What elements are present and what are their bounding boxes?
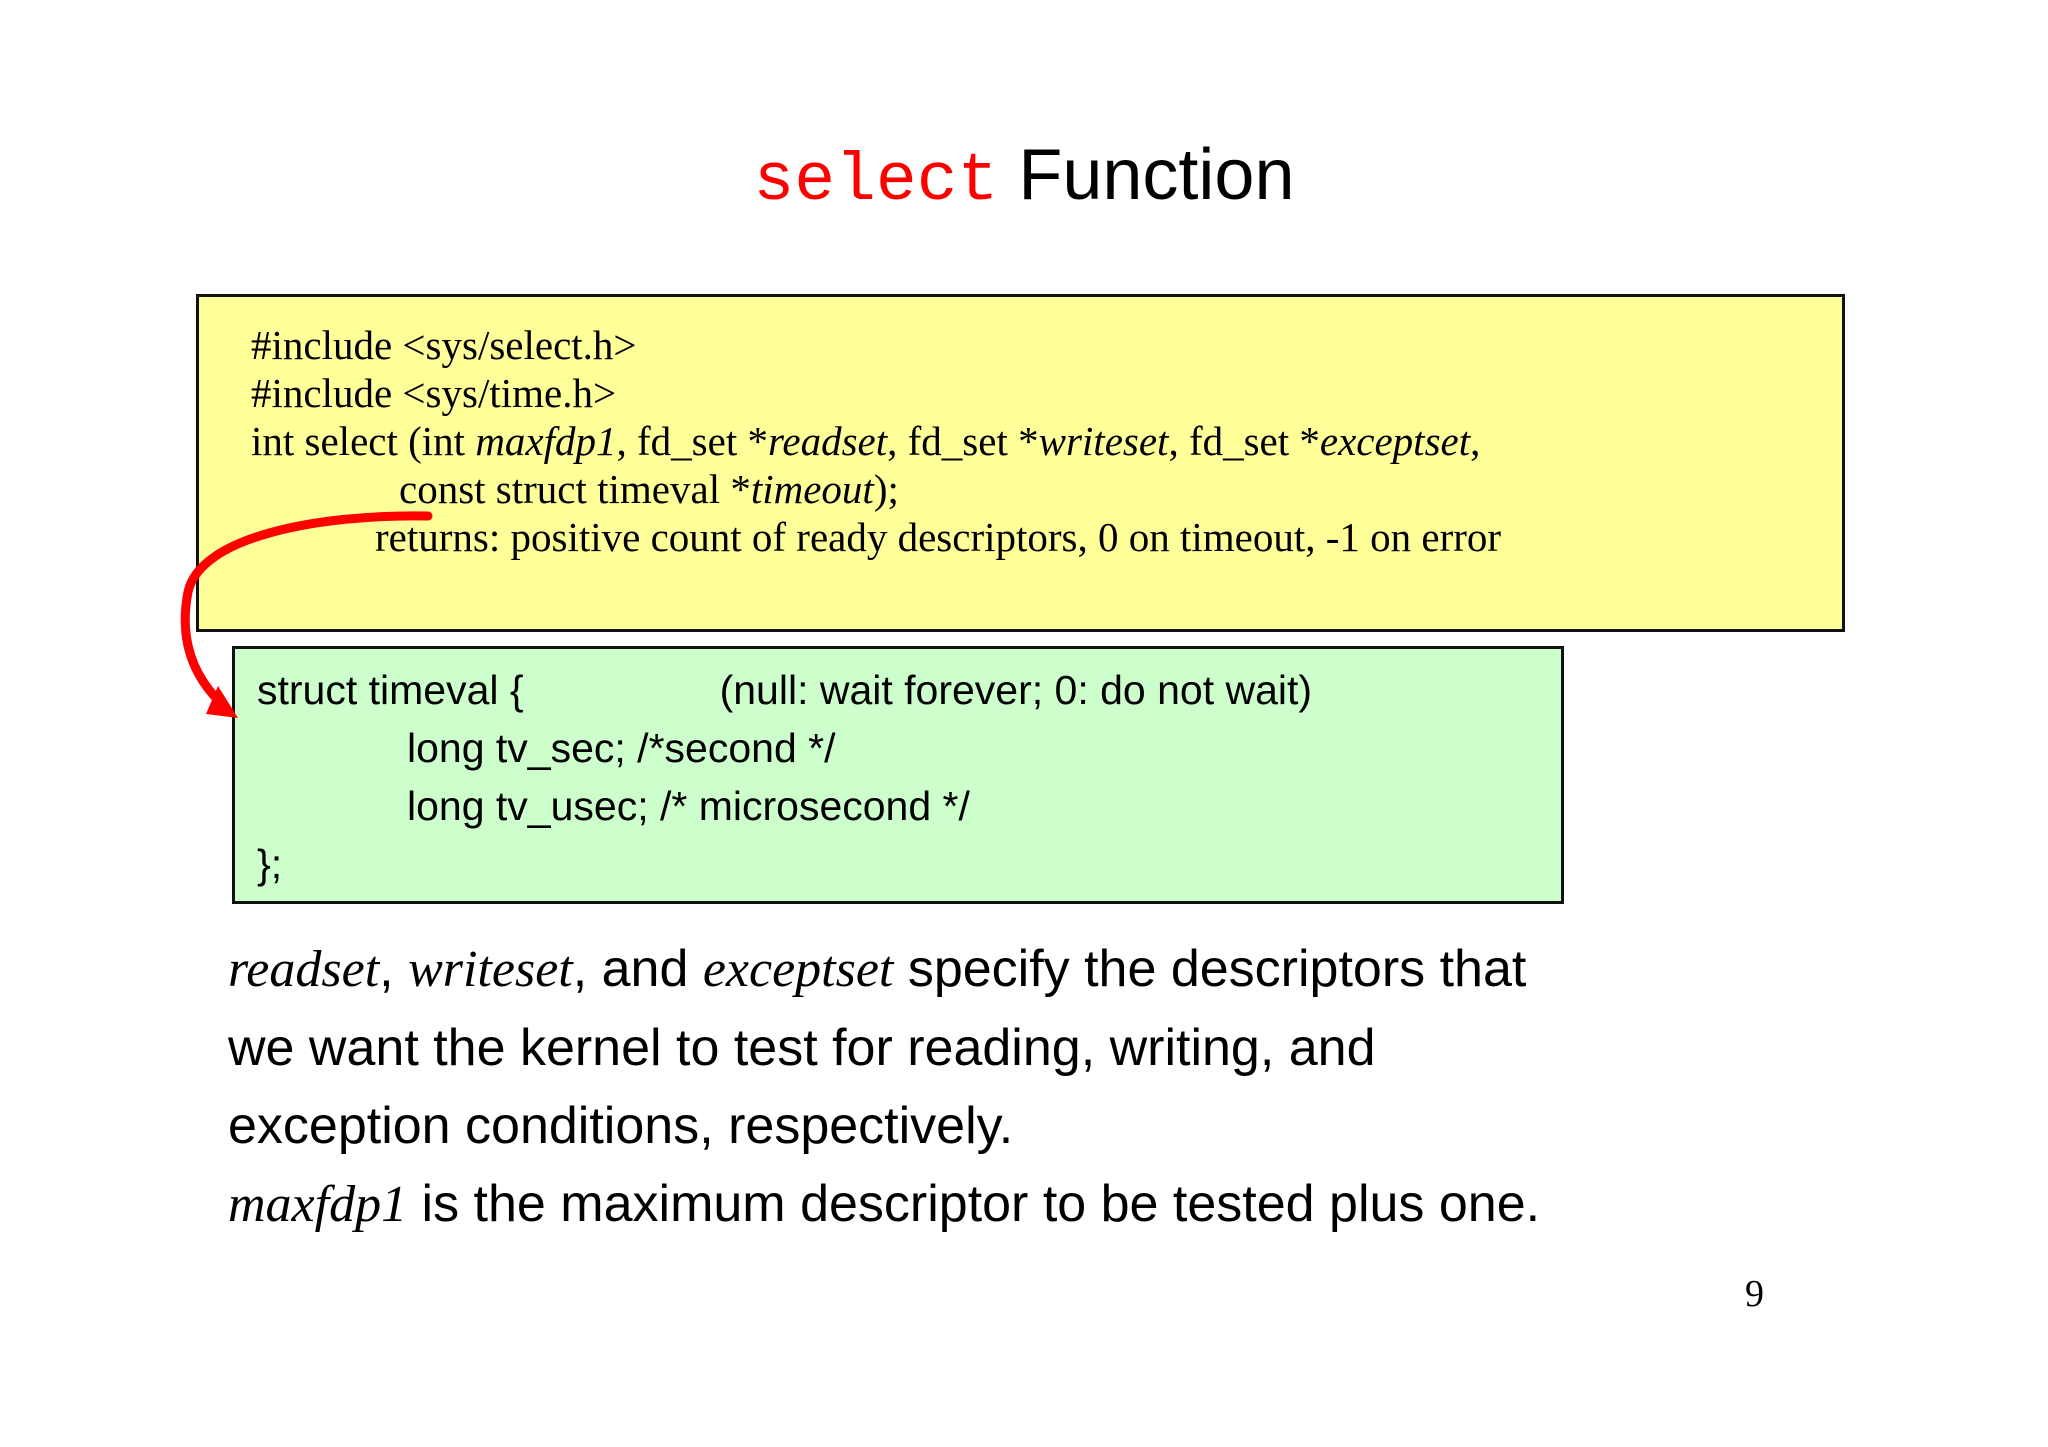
struct-decl-code: struct timeval { xyxy=(257,667,524,713)
struct-field-tv-usec: long tv_usec; /* microsecond */ xyxy=(407,783,970,829)
param-exceptset: exceptset xyxy=(1319,418,1471,464)
param-maxfdp1: maxfdp1 xyxy=(475,418,617,464)
body-line1-seg2: , and xyxy=(572,940,703,998)
body-line-4: maxfdp1 is the maximum descriptor to be … xyxy=(228,1165,1828,1244)
timeval-struct-box: struct timeval { (null: wait forever; 0: … xyxy=(232,646,1564,904)
struct-field-tv-sec: long tv_sec; /*second */ xyxy=(407,725,836,771)
select-signature-line-2: const struct timeval *timeout); xyxy=(199,465,1842,513)
struct-decl-comment: (null: wait forever; 0: do not wait) xyxy=(719,667,1313,713)
body-line1-seg3: specify the descriptors that xyxy=(893,940,1527,998)
sig-seg-c: , fd_set * xyxy=(887,418,1039,464)
struct-decl-line: struct timeval { (null: wait forever; 0: … xyxy=(235,661,1561,719)
sig-seg-a: int select (int xyxy=(251,418,476,464)
body-line1-seg1: , xyxy=(379,940,409,998)
page-number: 9 xyxy=(1745,1273,1764,1315)
struct-close-line: }; xyxy=(257,841,283,887)
sig-seg-d: , fd_set * xyxy=(1168,418,1320,464)
title-rest-text: Function xyxy=(998,135,1295,215)
body-param-exceptset: exceptset xyxy=(702,941,894,998)
body-paragraph: readset, writeset, and exceptset specify… xyxy=(228,930,1828,1244)
body-param-writeset: writeset xyxy=(408,941,573,998)
sig-seg-e: , xyxy=(1470,418,1481,464)
sig-seg-b: , fd_set * xyxy=(616,418,768,464)
function-prototype-box: #include <sys/select.h> #include <sys/ti… xyxy=(196,294,1845,632)
returns-line: returns: positive count of ready descrip… xyxy=(375,514,1502,560)
title-code-token: select xyxy=(753,143,999,220)
body-param-readset: readset xyxy=(228,941,380,998)
sig2-seg-a: const struct timeval * xyxy=(399,466,751,512)
body-param-maxfdp1: maxfdp1 xyxy=(228,1176,408,1233)
body-line-3: exception conditions, respectively. xyxy=(228,1097,1014,1155)
param-writeset: writeset xyxy=(1038,418,1169,464)
include-line-time: #include <sys/time.h> xyxy=(251,370,617,416)
body-line4-seg1: is the maximum descriptor to be tested p… xyxy=(407,1175,1541,1233)
include-line-select: #include <sys/select.h> xyxy=(251,322,637,368)
sig2-seg-b: ); xyxy=(873,466,899,512)
select-signature-line: int select (int maxfdp1, fd_set *readset… xyxy=(199,417,1842,465)
body-line-2: we want the kernel to test for reading, … xyxy=(228,1019,1376,1077)
param-readset: readset xyxy=(767,418,888,464)
body-line-1: readset, writeset, and exceptset specify… xyxy=(228,930,1828,1009)
param-timeout: timeout xyxy=(750,466,874,512)
page-title: select Function xyxy=(0,135,2048,220)
